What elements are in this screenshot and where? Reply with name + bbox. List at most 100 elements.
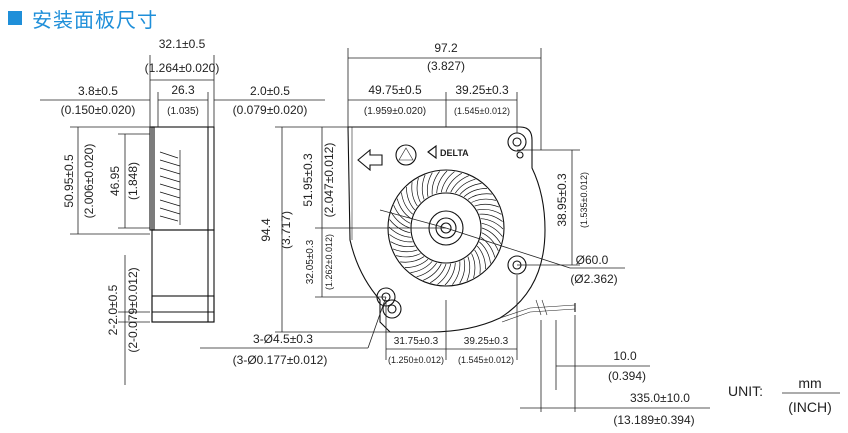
- impeller-blade: [481, 227, 502, 244]
- impeller-diameter-inch: (Ø2.362): [570, 272, 617, 286]
- impeller-blade: [393, 205, 411, 224]
- bottom-right-span-mm: 39.25±0.3: [464, 336, 509, 347]
- section-header: 安装面板尺寸: [8, 4, 158, 32]
- impeller-blade: [392, 248, 418, 253]
- front-overall-height-inch: (3.717): [279, 211, 293, 249]
- front-upper-height-inch: (2.047±0.012): [322, 143, 336, 218]
- side-right-offset-inch: (0.079±0.020): [233, 103, 308, 117]
- impeller-blade: [471, 198, 496, 203]
- unit-numerator: mm: [798, 375, 821, 391]
- impeller-diameter-mm: Ø60.0: [576, 253, 609, 267]
- impeller-blade: [430, 263, 447, 284]
- side-overall-width-inch: (1.264±0.020): [145, 61, 220, 75]
- side-body-lower: [151, 229, 215, 323]
- side-view: 32.1±0.5 (1.264±0.020) 3.8±0.5 (0.150±0.…: [40, 37, 325, 385]
- front-left-span-mm: 49.75±0.5: [368, 83, 422, 97]
- impeller-blade: [400, 256, 425, 263]
- impeller-blade: [480, 218, 504, 230]
- impeller-blade: [437, 263, 452, 285]
- impeller-blade: [481, 232, 499, 251]
- impeller-blade: [480, 237, 496, 258]
- impeller-blade: [411, 182, 418, 207]
- side-right-offset-mm: 2.0±0.5: [250, 84, 290, 98]
- wire-length-mm: 335.0±10.0: [630, 391, 690, 405]
- bottom-left-span-mm: 31.75±0.3: [394, 336, 439, 347]
- front-overall-width-mm: 97.2: [434, 41, 458, 55]
- impeller-blade: [481, 222, 503, 237]
- front-right-span-inch: (1.545±0.012): [454, 106, 510, 116]
- side-bottom-gap-mm: 2-2.0±0.5: [106, 284, 120, 335]
- impeller-blade: [450, 175, 469, 193]
- front-left-span-inch: (1.959±0.020): [364, 106, 426, 117]
- impeller-blade: [388, 226, 412, 238]
- impeller-blade: [416, 178, 421, 203]
- front-right-span-mm: 39.25±0.3: [455, 83, 509, 97]
- warning-triangle-icon: [395, 144, 417, 166]
- impeller-blade: [416, 262, 437, 278]
- bottom-left-span-inch: (1.250±0.012): [388, 355, 444, 365]
- impeller-blade: [445, 172, 462, 193]
- unit-legend: UNIT: mm (INCH): [728, 375, 840, 415]
- front-right-height-mm: 38.95±0.3: [555, 173, 569, 227]
- unit-label: UNIT:: [728, 383, 763, 399]
- front-overall-width-inch: (3.827): [427, 59, 465, 73]
- impeller-blade: [444, 262, 456, 286]
- front-view: DELTA 97.2 (3.827) 49.75±0.5 (1.959±0.02…: [200, 41, 710, 427]
- impeller-blade: [479, 241, 491, 264]
- side-body-width-inch: (1.035): [167, 106, 199, 117]
- unit-denominator: (INCH): [788, 399, 832, 415]
- impeller-blade: [410, 261, 433, 273]
- side-bottom-gap-inch: (2-0.079±0.012): [126, 267, 140, 352]
- impeller-blade: [396, 198, 412, 219]
- section-title: 安装面板尺寸: [32, 9, 158, 32]
- impeller-blade: [426, 172, 433, 197]
- impeller-blade: [471, 253, 476, 278]
- impeller-blade: [421, 174, 426, 200]
- impeller-blade: [390, 212, 411, 229]
- impeller-blade: [476, 245, 486, 270]
- impeller-blade: [474, 203, 500, 208]
- header-square-icon: [8, 11, 22, 25]
- front-right-height-inch: (1.535±0.012): [579, 172, 589, 228]
- logo-text: DELTA: [440, 148, 469, 158]
- impeller: [387, 169, 505, 287]
- side-fins: [159, 150, 181, 225]
- impeller-blade: [396, 253, 421, 258]
- side-body-upper: [151, 126, 215, 231]
- delta-logo: DELTA: [427, 144, 469, 160]
- front-lower-height-inch: (1.262±0.012): [324, 234, 334, 290]
- impeller-blade: [466, 256, 471, 282]
- front-overall-height-mm: 94.4: [259, 218, 273, 242]
- side-flange: [149, 126, 155, 231]
- side-left-offset-mm: 3.8±0.5: [78, 84, 118, 98]
- side-body-width-mm: 26.3: [171, 83, 195, 97]
- impeller-blade: [474, 249, 481, 274]
- impeller-blade: [431, 171, 440, 195]
- impeller-blade: [452, 261, 461, 285]
- holes-spec-mm: 3-Ø4.5±0.3: [253, 332, 313, 346]
- side-outlet-height-mm: 50.95±0.5: [62, 154, 76, 208]
- side-inner-height-inch: (1.848): [126, 162, 140, 200]
- front-lower-height-mm: 32.05±0.3: [305, 239, 316, 284]
- impeller-blade: [463, 188, 488, 198]
- holes-spec-inch: (3-Ø0.177±0.012): [233, 353, 328, 367]
- impeller-blade: [479, 213, 503, 222]
- impeller-blade: [440, 171, 455, 193]
- bottom-right-span-inch: (1.545±0.012): [458, 355, 514, 365]
- wire-strip-mm: 10.0: [613, 349, 637, 363]
- impeller-blade: [459, 259, 466, 284]
- front-upper-height-mm: 51.95±0.3: [301, 153, 315, 207]
- impeller-blade: [459, 183, 482, 195]
- impeller-blade: [455, 178, 476, 194]
- wire-strip-inch: (0.394): [608, 369, 646, 383]
- impeller-blade: [404, 258, 429, 268]
- impeller-blade: [406, 186, 416, 211]
- airflow-arrow-icon: [357, 148, 383, 172]
- side-overall-width-mm: 32.1±0.5: [159, 37, 206, 51]
- wire-length-inch: (13.189±0.394): [613, 413, 694, 427]
- side-outlet-height-inch: (2.006±0.020): [82, 144, 96, 219]
- impeller-blade: [401, 192, 413, 215]
- side-inner-height-mm: 46.95: [108, 166, 122, 196]
- impeller-blade: [477, 208, 502, 215]
